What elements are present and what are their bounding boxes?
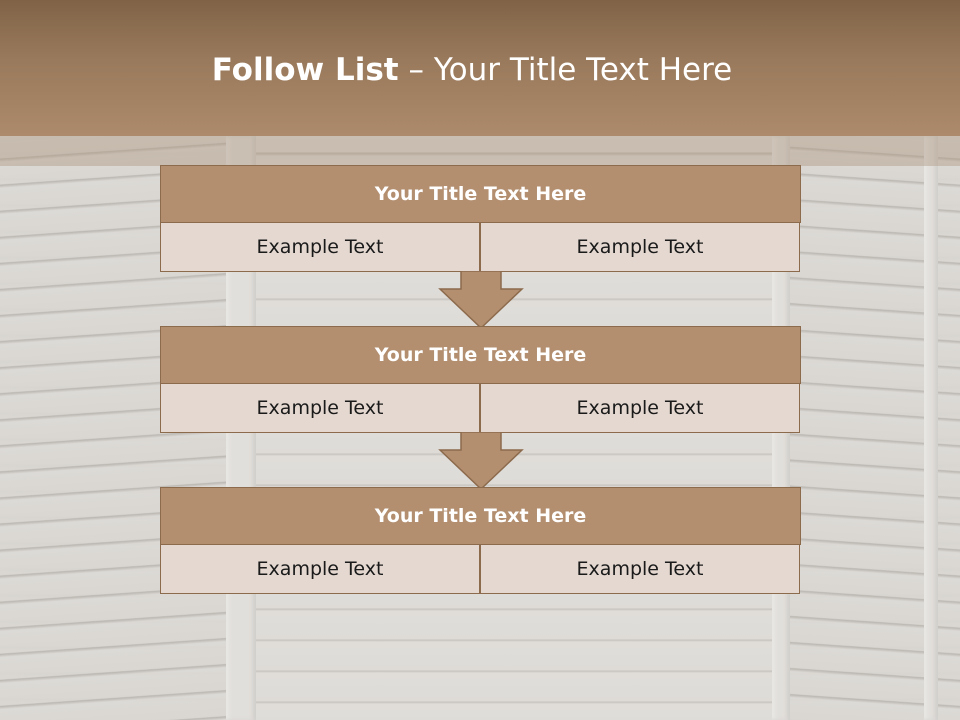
header-band [0, 0, 960, 136]
step-title: Your Title Text Here [160, 165, 801, 223]
step-cell-left: Example Text [160, 222, 480, 272]
step-title: Your Title Text Here [160, 487, 801, 545]
flow-step: Your Title Text Here Example Text Exampl… [160, 326, 801, 433]
flow-step: Your Title Text Here Example Text Exampl… [160, 165, 801, 272]
slide-title: Follow List – Your Title Text Here [0, 52, 944, 88]
step-title: Your Title Text Here [160, 326, 801, 384]
step-cell-right: Example Text [480, 222, 800, 272]
step-cell-right: Example Text [480, 383, 800, 433]
step-cell-right: Example Text [480, 544, 800, 594]
step-cell-left: Example Text [160, 544, 480, 594]
title-bold: Follow List [211, 52, 399, 88]
down-arrow-icon [438, 432, 524, 490]
wall-post [924, 136, 938, 720]
header-fade [0, 136, 960, 166]
flow-step: Your Title Text Here Example Text Exampl… [160, 487, 801, 594]
title-rest: – Your Title Text Here [398, 52, 733, 88]
down-arrow-icon [438, 271, 524, 329]
step-cell-left: Example Text [160, 383, 480, 433]
